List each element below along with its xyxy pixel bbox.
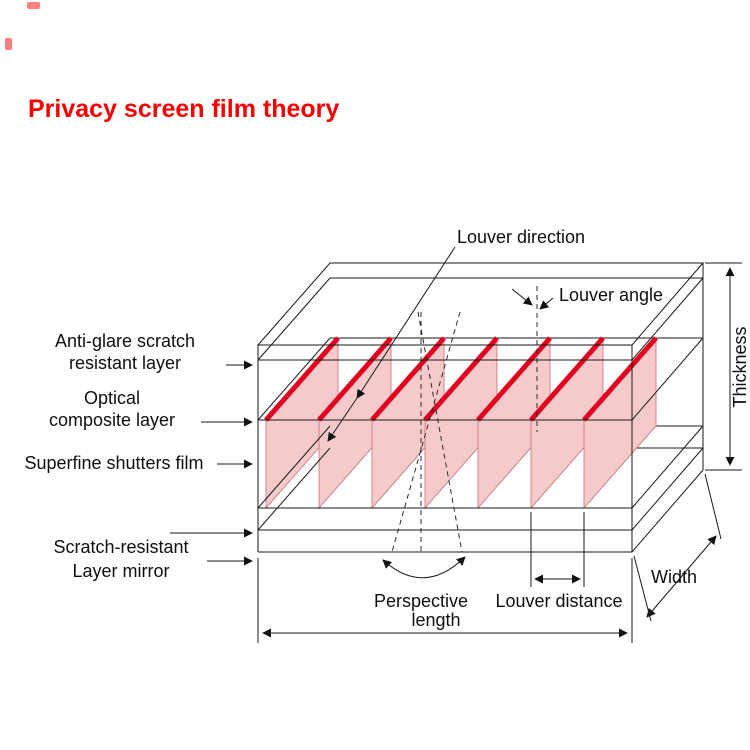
thickness-dimension [705,262,742,471]
label-anti-glare-line1: Anti-glare scratch [55,331,195,351]
label-optical-line1: Optical [84,388,140,408]
louver-top-edge [317,336,393,422]
layer-leader-arrows [170,360,253,566]
label-louver-angle: Louver angle [559,285,663,305]
louver-direction-arrow-1 [356,246,456,399]
label-thickness: Thickness [730,326,750,407]
label-length: length [411,610,460,630]
louver-slats [264,336,658,510]
label-anti-glare-line2: resistant layer [69,353,181,373]
label-scratch-mirror-line1: Scratch-resistant [53,537,188,557]
label-optical-line2: composite layer [49,410,175,430]
louver-top-edge [370,336,446,422]
label-louver-direction: Louver direction [457,227,585,247]
label-perspective: Perspective [374,591,468,611]
perspective-arc [382,556,466,579]
louver-angle-arrow-1 [539,297,554,310]
label-superfine-shutters: Superfine shutters film [24,453,203,473]
width-dimension [633,473,722,622]
label-width: Width [651,567,697,587]
louver-top-edge [476,336,552,422]
louver-top-edge [529,336,605,422]
louver-distance-dimension [530,512,585,587]
annotation-arrows [327,246,554,442]
louver-top-edge [423,336,499,422]
page-title: Privacy screen film theory [28,95,339,123]
label-louver-distance: Louver distance [495,591,622,611]
film-outline [256,262,705,553]
perspective-dashed-lines [391,311,463,553]
louver-angle-arrow-2 [511,288,533,306]
louver-top-edge [264,336,340,422]
label-scratch-mirror-line2: Layer mirror [72,561,169,581]
length-dimension [257,558,633,643]
louver-top-edge [582,336,658,422]
scan-artifact-marks [5,2,40,50]
diagram-labels: Anti-glare scratch resistant layer Optic… [24,227,750,630]
louver-direction-arrow-2 [327,397,358,442]
